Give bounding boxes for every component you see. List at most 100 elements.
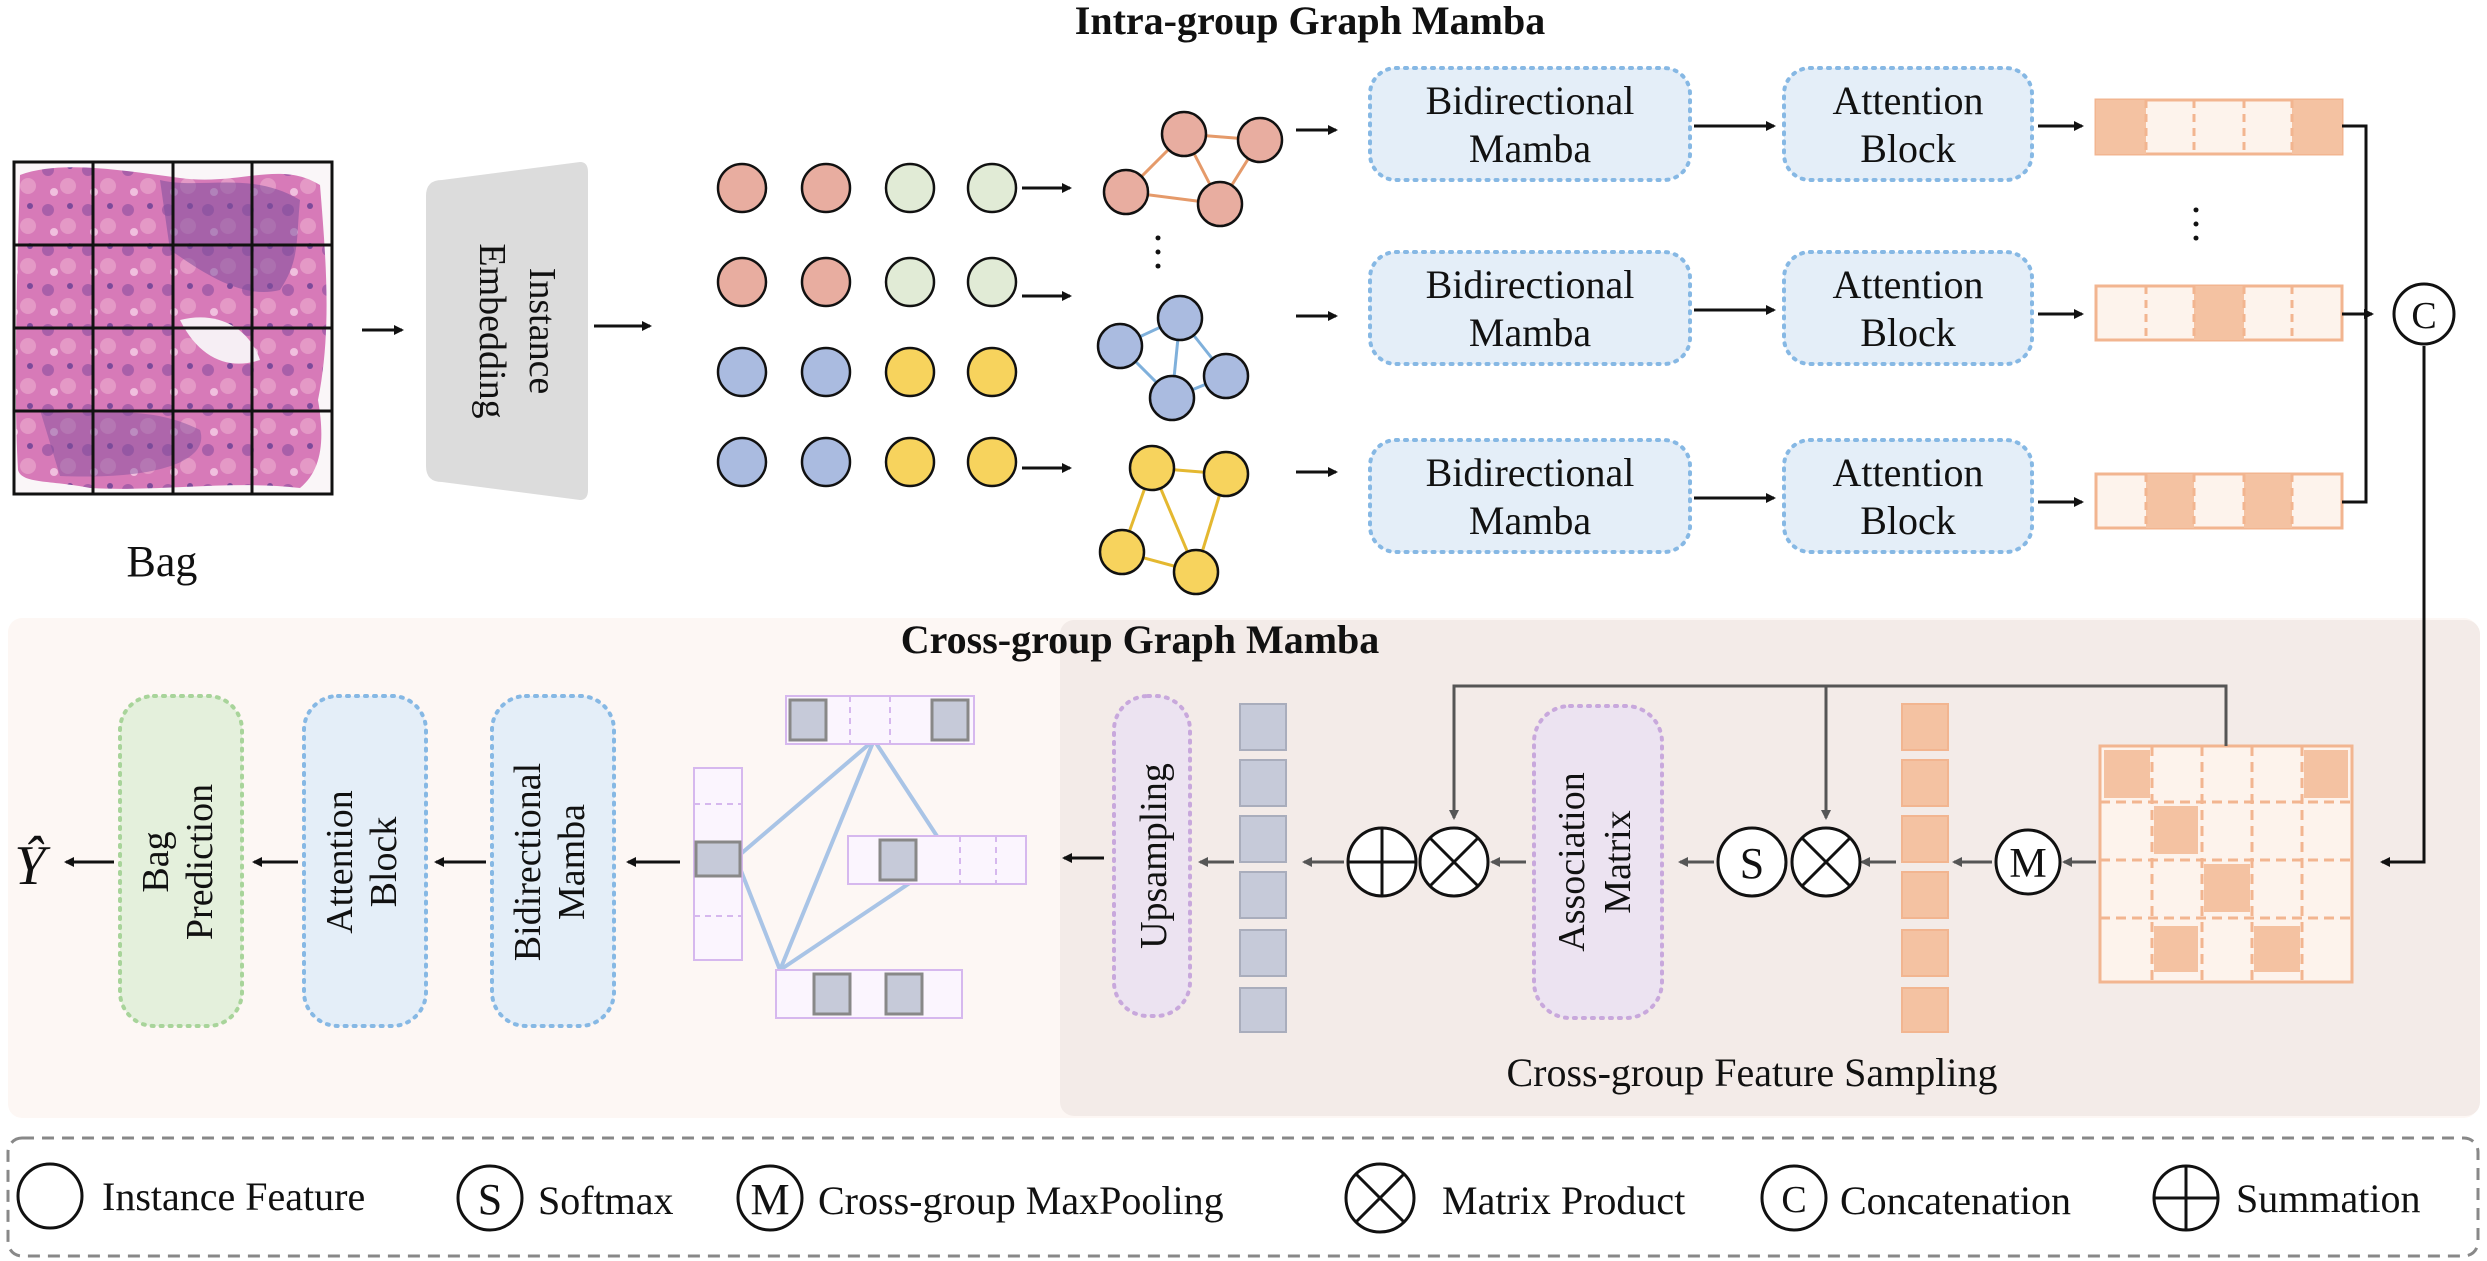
softmax-icon [1716,826,1788,898]
pooled-feature-vector [1901,703,1949,1033]
legend-label: Instance Feature [102,1174,365,1219]
group-feature-vector-3 [2094,472,2344,530]
softmax-symbol: S [1740,839,1764,888]
concatenation-icon [2392,282,2456,346]
concat-connectors [2342,124,2426,867]
cross-group-title: Cross-group Graph Mamba [901,617,1380,662]
legend-concatenation: C Concatenation [1760,1164,2071,1232]
instance-feature [716,256,768,308]
legend-softmax: S Softmax [456,1164,674,1232]
attention-block-2 [1782,250,2034,366]
instance-feature [966,256,1018,308]
group-graph-blue [1096,294,1250,422]
mamba-2-line1: Bidirectional [1426,262,1635,307]
instance-feature [884,256,936,308]
instance-feature [716,436,768,488]
legend-label: Concatenation [1840,1178,2071,1223]
maxpooling-legend-icon [736,1164,804,1232]
instance-feature [884,162,936,214]
embedding-label-line1: Instance [521,268,563,395]
legend-summation: Summation [2152,1164,2420,1232]
embedding-label-line2: Embedding [471,243,513,418]
cross-attention-line1: Attention [319,790,361,934]
mamba-3-line2: Mamba [1469,498,1591,543]
softmax-legend-icon [456,1164,524,1232]
attention-3-line2: Block [1860,498,1956,543]
attention-2-line1: Attention [1832,262,1983,307]
attention-1-line1: Attention [1832,78,1983,123]
legend-matrix-product: Matrix Product [1344,1162,1685,1234]
cross-mamba-line1: Bidirectional [507,763,549,961]
instance-feature [966,346,1018,398]
attention-block-1 [1782,66,2034,182]
vertical-ellipsis: … [1146,231,1192,273]
enhanced-feature-vector [1239,703,1287,1033]
legend-box [6,1136,2480,1258]
patch-grid [12,160,334,496]
legend-instance-feature: Instance Feature [16,1162,365,1230]
concatenation-symbol: C [2411,295,2436,337]
instance-embedding-block [426,162,588,500]
cross-attention-line2: Block [363,817,405,908]
cross-mamba-line2: Mamba [551,804,593,920]
attention-2-line2: Block [1860,310,1956,355]
maxpooling-icon [1994,828,2062,896]
grouping-arrows [1022,183,1072,473]
legend-label: Summation [2236,1176,2420,1221]
intra-group-title: Intra-group Graph Mamba [1075,0,1545,43]
instance-feature [800,162,852,214]
instance-feature [884,436,936,488]
legend-label: Softmax [538,1178,674,1223]
group-graph-yellow [1098,444,1250,596]
instance-feature [800,346,852,398]
legend-symbol: S [478,1175,502,1224]
feature-sampling-label: Cross-group Feature Sampling [1506,1050,1997,1095]
cross-group-graph [693,695,1027,1019]
association-line2: Matrix [1597,810,1639,913]
association-matrix-block [1532,704,1664,1020]
vector-ellipsis: … [2184,203,2230,245]
legend-symbol: C [1781,1179,1806,1221]
instance-feature [800,436,852,488]
concatenation-legend-icon [1760,1164,1828,1232]
instance-feature [716,162,768,214]
bag-label: Bag [127,537,198,586]
legend-maxpooling: M Cross-group MaxPooling [736,1164,1224,1232]
mamba-3-line1: Bidirectional [1426,450,1635,495]
instance-feature [966,162,1018,214]
mamba-2-line2: Mamba [1469,310,1591,355]
graph-to-mamba-arrows [1296,125,1338,477]
prediction-line1: Bag [135,831,177,892]
attention-3-line1: Attention [1832,450,1983,495]
concatenated-feature-matrix [2098,744,2354,984]
attention-1-line2: Block [1860,126,1956,171]
bag-prediction-block [118,694,244,1028]
group-feature-vector-1 [2094,98,2344,156]
maxpooling-symbol: M [2009,841,2046,887]
attention-block-3 [1782,438,2034,554]
instance-feature [966,436,1018,488]
group-graph-red [1102,110,1284,228]
instance-feature [800,256,852,308]
instance-feature [884,346,936,398]
mamba-1-line2: Mamba [1469,126,1591,171]
skip-connections [1449,684,2228,820]
matrix-product-cross-1 [1800,836,1852,888]
output-y-hat: Ŷ [14,835,51,897]
prediction-line2: Prediction [179,784,221,940]
cross-bidirectional-mamba-block [490,694,616,1028]
legend-label: Matrix Product [1442,1178,1685,1223]
bidirectional-mamba-block-3 [1368,438,1692,554]
legend-symbol: M [750,1175,789,1224]
matrix-product-cross-2 [1428,836,1480,888]
instance-feature [716,346,768,398]
upsampling-block [1112,694,1192,1018]
bidirectional-mamba-block-1 [1368,66,1692,182]
bidirectional-mamba-block-2 [1368,250,1692,366]
summation-plus [1348,828,1416,896]
cross-attention-block [302,694,428,1028]
instance-features [716,162,1018,488]
group-feature-vector-2 [2094,284,2344,342]
upsampling-label: Upsampling [1133,763,1175,949]
